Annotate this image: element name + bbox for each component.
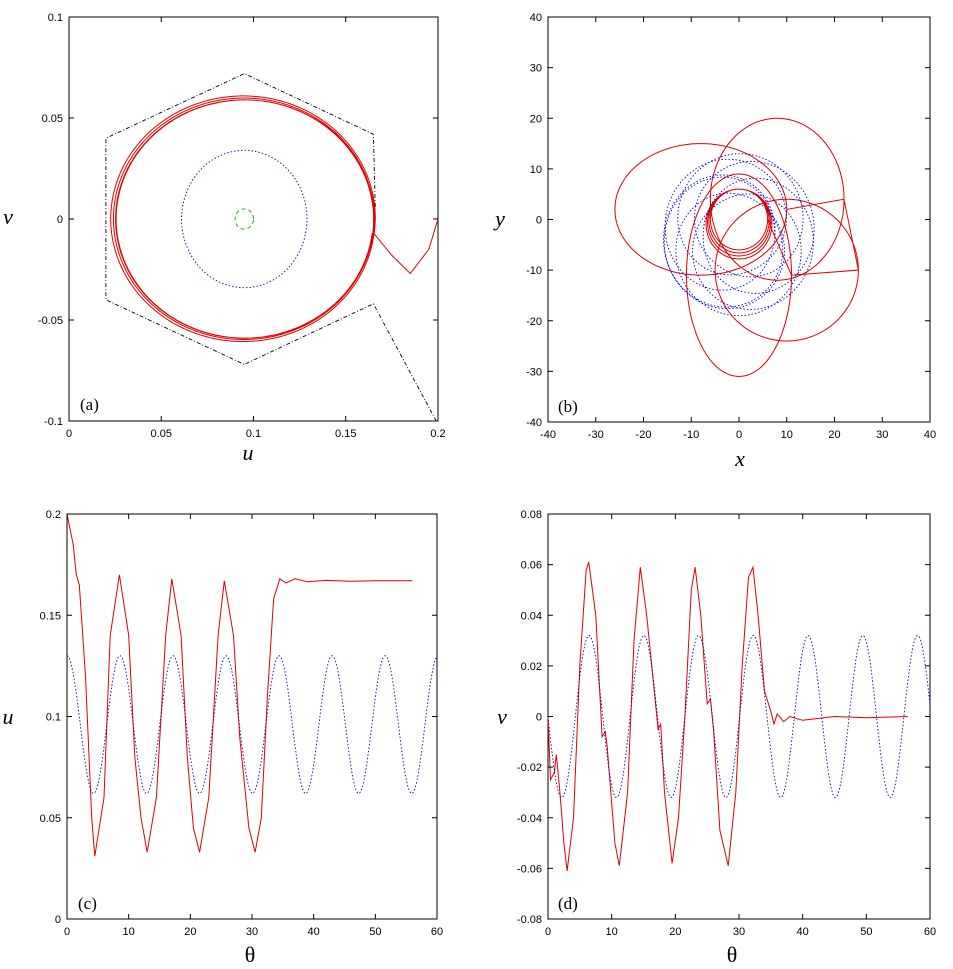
x-tick-label: 30 bbox=[246, 926, 258, 938]
x-tick-label: 0.2 bbox=[430, 428, 445, 440]
panel-d: 0 10 20 30 40 50 60 -0.08 -0.06 -0.04 -0.02 0 0.02 0.… bbox=[497, 509, 936, 967]
y-tick-label: 0.08 bbox=[521, 509, 542, 521]
y-tick-label: 0 bbox=[536, 712, 542, 724]
y-tick-label: -0.08 bbox=[517, 914, 542, 926]
y-tick-label: -20 bbox=[526, 316, 542, 328]
panel-c-label: (c) bbox=[78, 894, 97, 913]
y-tick-label: 30 bbox=[530, 63, 542, 75]
y-tick-label: 0.2 bbox=[46, 509, 61, 521]
x-tick-label: 40 bbox=[924, 429, 936, 441]
y-tick-label: -0.02 bbox=[517, 762, 542, 774]
x-tick-label: -40 bbox=[540, 429, 556, 441]
y-tick-label: 0.05 bbox=[42, 113, 63, 125]
panel-b-ticks: -40 -30 -20 -10 0 10 20 30 40 -40 -30 -20 -10 0 10 20 30… bbox=[526, 12, 936, 441]
x-tick-label: 60 bbox=[924, 926, 936, 938]
panel-a-series-1 bbox=[181, 149, 308, 289]
panel-a-series-2 bbox=[234, 208, 254, 230]
panel-c-ticks: 0 10 20 30 40 50 60 0 0.05 0.1 0.15 0.2 bbox=[40, 509, 444, 938]
y-tick-label: 0.05 bbox=[40, 813, 61, 825]
panel-c-series-1 bbox=[66, 655, 438, 794]
y-tick-label: 0 bbox=[55, 914, 61, 926]
panel-d-series-1 bbox=[547, 635, 931, 798]
x-tick-label: 0.05 bbox=[151, 428, 172, 440]
panel-b: -40 -30 -20 -10 0 10 20 30 40 -40 -30 -20 -10 0 10 20 30… bbox=[493, 12, 936, 471]
y-tick-label: -0.05 bbox=[38, 315, 63, 327]
y-tick-label: 0 bbox=[536, 215, 542, 227]
y-tick-label: 0.04 bbox=[521, 610, 542, 622]
x-tick-label: 20 bbox=[828, 429, 840, 441]
x-tick-label: 0.1 bbox=[246, 428, 261, 440]
panel-c: 0 10 20 30 40 50 60 0 0.05 0.1 0.15 0.2 θ u (c) bbox=[3, 509, 444, 967]
x-tick-label: 0.15 bbox=[335, 428, 356, 440]
x-tick-label: 0 bbox=[736, 429, 742, 441]
x-tick-label: 0 bbox=[64, 926, 70, 938]
x-tick-label: 40 bbox=[797, 926, 809, 938]
panel-a: 0 0.05 0.1 0.15 0.2 -0.1 -0.05 0 0.05 0.1 u v (a) bbox=[3, 12, 446, 465]
panel-a-series-0 bbox=[110, 95, 439, 342]
y-tick-label: 0 bbox=[57, 214, 63, 226]
x-tick-label: -10 bbox=[683, 429, 699, 441]
panel-b-frame bbox=[547, 16, 931, 423]
panel-b-ylabel: y bbox=[493, 206, 505, 231]
y-tick-label: -0.1 bbox=[44, 416, 63, 428]
y-tick-label: -40 bbox=[526, 417, 542, 429]
x-tick-label: 20 bbox=[184, 926, 196, 938]
x-tick-label: 10 bbox=[123, 926, 135, 938]
x-tick-label: 30 bbox=[876, 429, 888, 441]
panel-b-series-1 bbox=[663, 153, 815, 317]
panel-a-plot bbox=[105, 73, 439, 422]
panel-b-xlabel: x bbox=[734, 446, 745, 471]
panel-a-xlabel: u bbox=[243, 440, 254, 465]
panel-d-label: (d) bbox=[558, 894, 578, 913]
panel-d-ylabel: v bbox=[497, 704, 507, 729]
y-tick-label: -0.04 bbox=[517, 813, 542, 825]
x-tick-label: 60 bbox=[431, 926, 443, 938]
panel-d-frame bbox=[547, 513, 931, 920]
y-tick-label: 0.1 bbox=[46, 712, 61, 724]
panel-c-series-0 bbox=[66, 513, 413, 857]
x-tick-label: 40 bbox=[308, 926, 320, 938]
x-tick-label: 30 bbox=[733, 926, 745, 938]
panel-d-series-0 bbox=[547, 561, 908, 871]
panel-b-series-0 bbox=[614, 117, 859, 377]
y-tick-label: -10 bbox=[526, 265, 542, 277]
y-tick-label: -30 bbox=[526, 366, 542, 378]
panel-c-ylabel: u bbox=[3, 704, 14, 729]
panel-c-frame bbox=[66, 513, 438, 920]
panel-a-ylabel: v bbox=[3, 204, 13, 229]
x-tick-label: 10 bbox=[606, 926, 618, 938]
y-tick-label: 0.15 bbox=[40, 610, 61, 622]
x-tick-label: -20 bbox=[636, 429, 652, 441]
panel-a-ticks: 0 0.05 0.1 0.15 0.2 -0.1 -0.05 0 0.05 0.1 bbox=[38, 12, 446, 440]
y-tick-label: 0.1 bbox=[48, 12, 63, 24]
panel-c-xlabel: θ bbox=[245, 942, 256, 967]
y-tick-label: 40 bbox=[530, 12, 542, 24]
x-tick-label: -30 bbox=[588, 429, 604, 441]
x-tick-label: 10 bbox=[781, 429, 793, 441]
panel-d-plot bbox=[547, 561, 931, 871]
panel-b-label: (b) bbox=[558, 397, 578, 416]
panel-a-series-3 bbox=[105, 73, 437, 422]
panel-d-ticks: 0 10 20 30 40 50 60 -0.08 -0.06 -0.04 -0.02 0 0.02 0.… bbox=[517, 509, 936, 938]
x-tick-label: 50 bbox=[369, 926, 381, 938]
y-tick-label: 0.06 bbox=[521, 560, 542, 572]
y-tick-label: 0.02 bbox=[521, 661, 542, 673]
y-tick-label: 20 bbox=[530, 113, 542, 125]
x-tick-label: 50 bbox=[860, 926, 872, 938]
panel-c-plot bbox=[66, 513, 438, 857]
panel-b-plot bbox=[614, 117, 859, 377]
x-tick-label: 0 bbox=[66, 428, 72, 440]
panel-d-xlabel: θ bbox=[727, 942, 738, 967]
y-tick-label: 10 bbox=[530, 164, 542, 176]
x-tick-label: 0 bbox=[545, 926, 551, 938]
y-tick-label: -0.06 bbox=[517, 863, 542, 875]
panel-a-label: (a) bbox=[80, 395, 99, 414]
x-tick-label: 20 bbox=[669, 926, 681, 938]
